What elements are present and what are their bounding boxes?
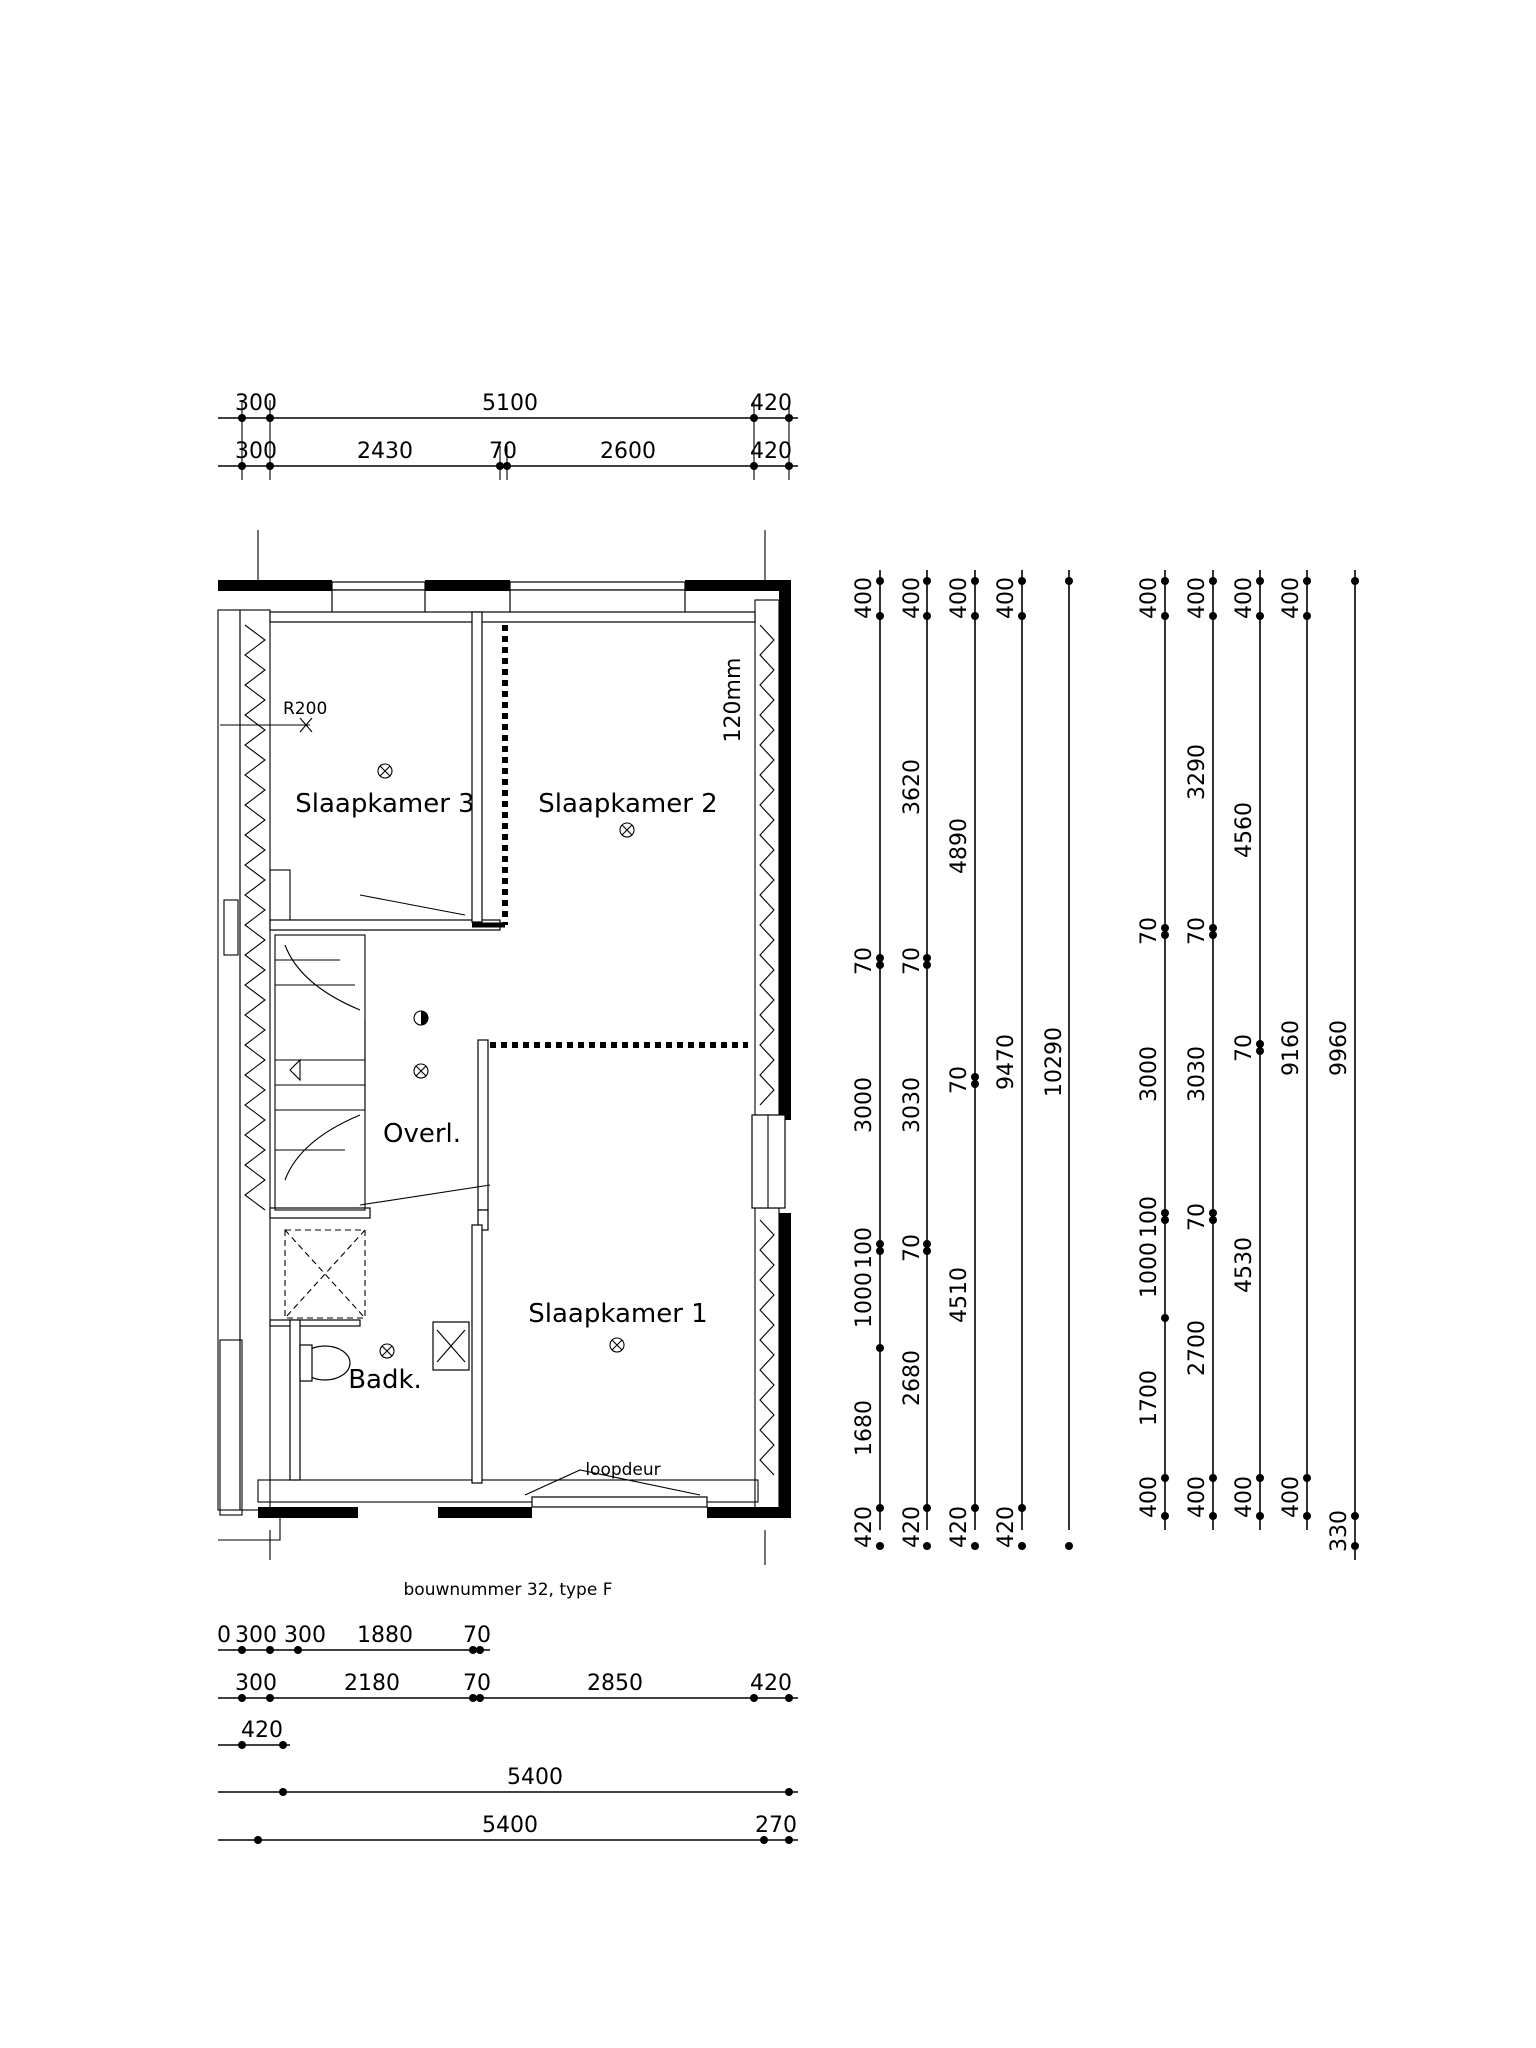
dim-label: 3030 [1185, 1046, 1210, 1102]
room-label-slaapkamer-1: Slaapkamer 1 [528, 1299, 707, 1329]
dim-label: 5400 [507, 1765, 563, 1790]
right-dimensions-b: 400 3290 70 3000 100 1000 1700 400 400 7… [1137, 570, 1359, 1560]
dim-label: 400 [852, 577, 877, 619]
dim-label: 330 [1327, 1510, 1352, 1552]
dim-label: 4560 [1232, 802, 1257, 858]
dim-label: 2680 [900, 1350, 925, 1406]
dim-label: 400 [947, 577, 972, 619]
dim-label: 70 [463, 1623, 491, 1648]
dim-label: 300 [284, 1623, 326, 1648]
dim-label: 3620 [900, 759, 925, 815]
dim-label: 3030 [900, 1077, 925, 1133]
dim-label: 4510 [947, 1267, 972, 1323]
dim-label: 9960 [1327, 1020, 1352, 1076]
dim-label: 270 [755, 1813, 797, 1838]
dim-label: 70 [1137, 917, 1162, 945]
annotation-wall-thickness: 120mm [721, 658, 746, 743]
plan-caption: bouwnummer 32, type F [404, 1580, 613, 1600]
dim-label: 3290 [1185, 744, 1210, 800]
dim-label: 400 [1279, 1476, 1304, 1518]
dim-label: 420 [241, 1718, 283, 1743]
dim-label: 2850 [587, 1671, 643, 1696]
dim-label: 300 [235, 439, 277, 464]
dim-label: 2700 [1185, 1320, 1210, 1376]
dim-label: 5100 [482, 391, 538, 416]
dim-label: 100 [852, 1227, 877, 1269]
room-label-slaapkamer-3: Slaapkamer 3 [295, 789, 474, 819]
dim-label: 3000 [1137, 1046, 1162, 1102]
dim-label: 70 [489, 439, 517, 464]
dim-label: 400 [1137, 1476, 1162, 1518]
dim-label: 1880 [357, 1623, 413, 1648]
dim-label: 70 [947, 1066, 972, 1094]
dim-label: 4530 [1232, 1237, 1257, 1293]
dim-label: 70 [1232, 1034, 1257, 1062]
dim-label: 9470 [994, 1034, 1019, 1090]
dim-label: 400 [1185, 1476, 1210, 1518]
room-label-overloop: Overl. [383, 1119, 461, 1149]
dim-label: 400 [900, 577, 925, 619]
annotation-r200: R200 [283, 699, 327, 719]
dim-label: 300 [235, 1671, 277, 1696]
dim-label: 400 [994, 577, 1019, 619]
dim-label: 400 [1185, 577, 1210, 619]
dim-label: 300 [235, 391, 277, 416]
dim-label: 9160 [1279, 1020, 1304, 1076]
dim-label: 1700 [1137, 1370, 1162, 1426]
dim-label: 70 [463, 1671, 491, 1696]
dim-label: 420 [852, 1506, 877, 1548]
dim-label: 420 [947, 1506, 972, 1548]
top-dimensions: 300 5100 420 300 2430 70 2600 420 [218, 391, 798, 480]
dim-label: 2600 [600, 439, 656, 464]
room-label-slaapkamer-2: Slaapkamer 2 [538, 789, 717, 819]
dim-label: 0 [217, 1623, 231, 1648]
dim-label: 70 [1185, 917, 1210, 945]
dim-label: 420 [750, 439, 792, 464]
room-label-badkamer: Badk. [348, 1365, 422, 1395]
dim-label: 2180 [344, 1671, 400, 1696]
dim-label: 1000 [1137, 1242, 1162, 1298]
dim-label: 420 [750, 391, 792, 416]
dim-label: 5400 [482, 1813, 538, 1838]
dim-label: 70 [1185, 1203, 1210, 1231]
dim-label: 70 [900, 1234, 925, 1262]
building-outline [217, 530, 791, 1565]
bottom-dimensions: 0 300 300 1880 70 300 2180 70 2850 420 4… [217, 1623, 798, 1844]
dim-label: 70 [852, 947, 877, 975]
dim-label: 400 [1137, 577, 1162, 619]
dim-label: 4890 [947, 818, 972, 874]
dim-label: 400 [1232, 1476, 1257, 1518]
dim-label: 1680 [852, 1400, 877, 1456]
dim-label: 420 [900, 1506, 925, 1548]
dim-label: 420 [750, 1671, 792, 1696]
dim-label: 400 [1232, 577, 1257, 619]
dim-label: 2430 [357, 439, 413, 464]
dim-label: 100 [1137, 1196, 1162, 1238]
dim-label: 420 [994, 1506, 1019, 1548]
dim-label: 70 [900, 947, 925, 975]
dim-label: 10290 [1042, 1027, 1067, 1097]
dim-label: 3000 [852, 1077, 877, 1133]
right-dimensions-a: 400 3620 70 3000 100 1000 1680 420 400 7… [852, 570, 1073, 1550]
dim-label: 300 [235, 1623, 277, 1648]
dim-label: 400 [1279, 577, 1304, 619]
dim-label: 1000 [852, 1272, 877, 1328]
annotation-loopdeur: loopdeur [585, 1460, 660, 1480]
